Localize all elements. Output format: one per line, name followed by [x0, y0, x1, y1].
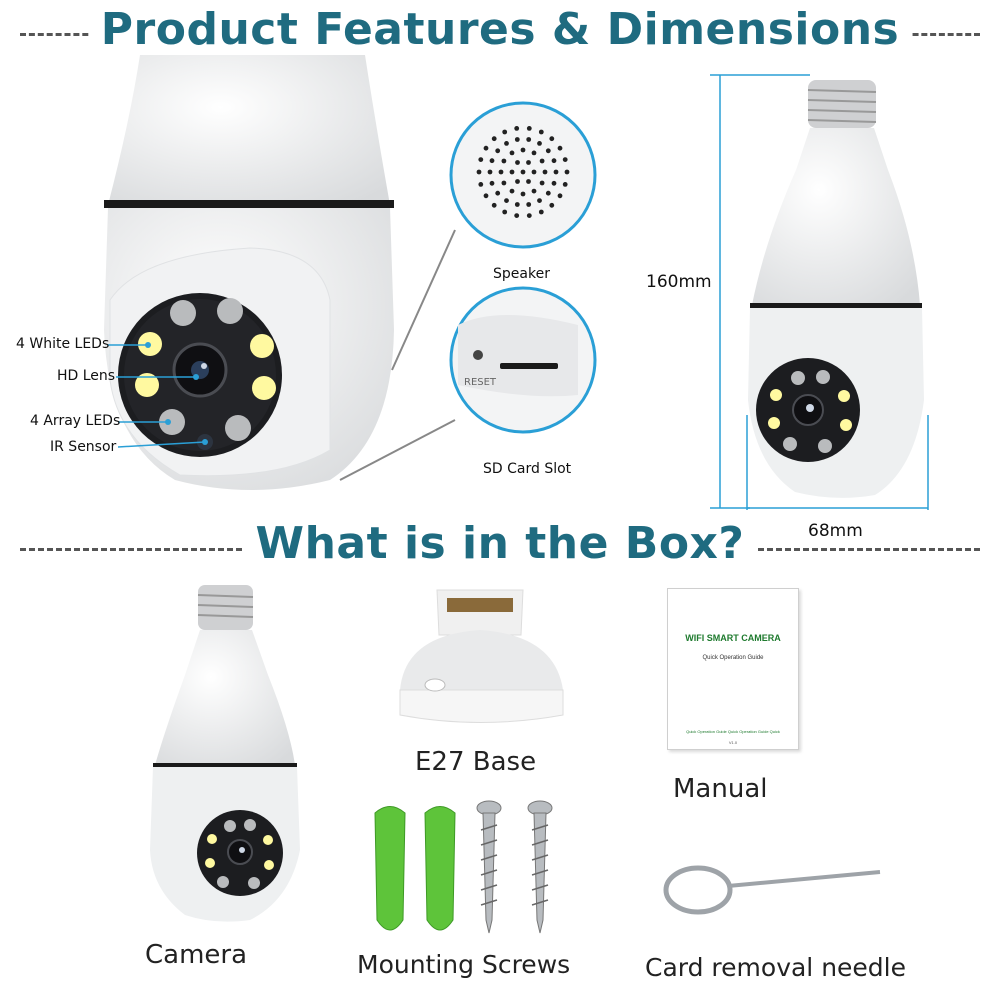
speaker-hole — [478, 182, 484, 187]
speaker-hole — [520, 147, 526, 153]
speaker-hole — [557, 193, 563, 199]
card-removal-needle-illustration — [663, 865, 881, 915]
manual-booklet: WIFI SMART CAMERA Quick Operation Guide … — [667, 588, 799, 750]
camera-caption: Camera — [145, 940, 248, 970]
speaker-hole — [562, 157, 568, 162]
speaker-hole — [526, 160, 531, 165]
speaker-hole — [526, 179, 531, 184]
speaker-hole — [538, 129, 544, 135]
divider-mid-left — [20, 548, 260, 551]
box-heading: What is in the Box? — [0, 518, 1000, 569]
speaker-hole — [476, 169, 482, 175]
e27-base-illustration — [399, 589, 564, 723]
speaker-hole — [537, 141, 542, 146]
speaker-hole — [551, 180, 557, 186]
reset-text: RESET — [464, 377, 497, 388]
ir-sensor-label: IR Sensor — [50, 439, 117, 455]
speaker-hole — [537, 198, 542, 203]
speaker-hole — [542, 169, 548, 175]
speaker-hole — [526, 213, 532, 218]
divider-top-left — [20, 33, 115, 36]
speaker-hole — [545, 148, 551, 154]
speaker-hole — [495, 190, 501, 196]
speaker-hole — [515, 160, 520, 165]
speaker-hole — [478, 157, 484, 162]
speaker-hole — [509, 150, 515, 156]
speaker-hole — [514, 126, 520, 131]
speaker-hole — [526, 126, 532, 131]
speaker-hole — [564, 169, 570, 175]
speaker-hole — [514, 213, 520, 218]
speaker-hole — [538, 209, 544, 215]
speaker-hole — [520, 169, 526, 175]
speaker-hole — [557, 145, 563, 151]
speaker-hole — [483, 145, 489, 151]
speaker-hole — [509, 169, 515, 175]
divider-top-right — [895, 33, 980, 36]
speaker-hole — [502, 129, 508, 135]
width-dimension: 68mm — [808, 521, 863, 541]
speaker-hole — [531, 169, 537, 175]
speaker-hole — [501, 180, 507, 186]
speaker-hole — [520, 191, 526, 197]
manual-title: WIFI SMART CAMERA — [685, 633, 781, 643]
manual-footer: Quick Operation Guide Quick Operation Gu… — [686, 729, 780, 734]
array-leds-label: 4 Array LEDs — [30, 413, 121, 429]
features-heading: Product Features & Dimensions — [0, 4, 1000, 55]
screws-caption: Mounting Screws — [357, 950, 571, 979]
manual-version: V1.0 — [728, 740, 738, 745]
speaker-hole — [531, 150, 537, 156]
speaker-hole — [526, 202, 532, 207]
wall-anchor — [374, 806, 456, 931]
manual-subtitle: Quick Operation Guide — [702, 655, 764, 661]
speaker-hole — [526, 137, 532, 142]
speaker-hole — [491, 202, 497, 208]
speaker-hole — [553, 169, 559, 175]
screw — [476, 800, 553, 934]
speaker-hole — [502, 209, 508, 215]
speaker-hole — [487, 169, 493, 175]
needle-caption: Card removal needle — [645, 953, 906, 982]
speaker-hole — [489, 158, 495, 164]
speaker-hole — [491, 136, 497, 142]
camera-dimension-illustration — [710, 74, 929, 510]
speaker-hole — [514, 137, 520, 142]
manual-caption: Manual — [673, 774, 768, 804]
speaker-hole — [501, 158, 507, 164]
camera-feature-illustration — [104, 55, 456, 490]
speaker-hole — [549, 202, 555, 208]
sd-slot-label: SD Card Slot — [483, 461, 572, 477]
height-dimension: 160mm — [646, 272, 712, 292]
e27-base-caption: E27 Base — [415, 747, 537, 777]
speaker-hole — [551, 158, 557, 164]
sd-slot-zoom: RESET — [449, 286, 597, 434]
speaker-hole — [562, 182, 568, 187]
speaker-hole — [539, 158, 545, 164]
speaker-hole — [483, 193, 489, 199]
speaker-hole — [498, 169, 504, 175]
speaker-hole — [539, 180, 545, 186]
speaker-hole — [515, 179, 520, 184]
speaker-hole — [489, 180, 495, 186]
speaker-hole — [504, 198, 509, 203]
hd-lens-label: HD Lens — [57, 368, 116, 384]
speaker-hole — [514, 202, 520, 207]
speaker-hole — [531, 188, 537, 194]
speaker-hole — [509, 188, 515, 194]
divider-mid-right — [740, 548, 980, 551]
speaker-hole — [545, 190, 551, 196]
speaker-zoom — [449, 101, 597, 249]
mounting-screws-illustration — [374, 800, 553, 934]
speaker-hole — [495, 148, 501, 154]
white-leds-label: 4 White LEDs — [16, 336, 110, 352]
speaker-hole — [504, 141, 509, 146]
speaker-label: Speaker — [493, 266, 550, 282]
box-camera-illustration — [150, 585, 300, 922]
speaker-hole — [549, 136, 555, 142]
